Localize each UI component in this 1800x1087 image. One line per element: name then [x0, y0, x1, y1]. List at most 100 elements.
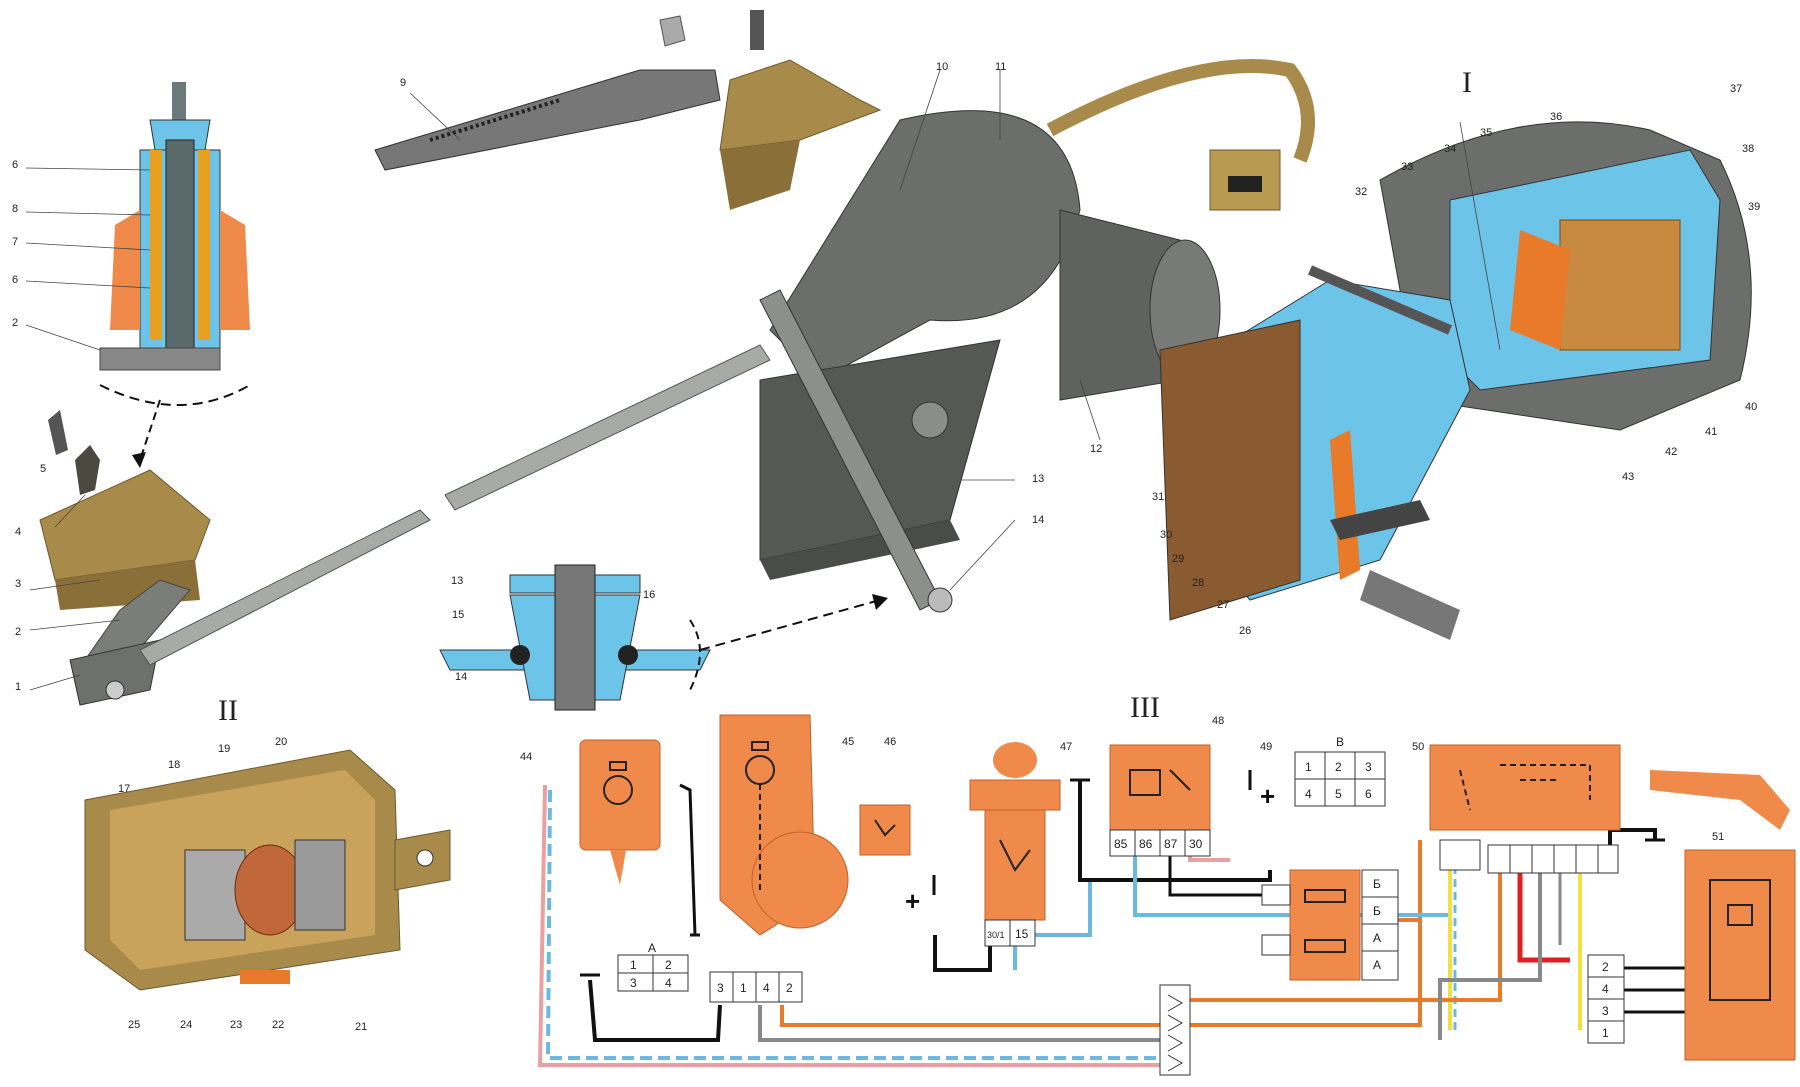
- fuse-terminal-block: [1261, 869, 1399, 981]
- callout-27: 27: [1217, 599, 1229, 611]
- ignition-terminal: 30/1: [987, 930, 1005, 940]
- connector-b-label: B: [1336, 735, 1344, 749]
- callout-37: 37: [1730, 83, 1742, 95]
- relay-terminal: 86: [1139, 837, 1153, 851]
- plus-sign-ignition: +: [905, 886, 920, 916]
- callout-51: 51: [1712, 831, 1724, 843]
- callout-23: 23: [230, 1019, 242, 1031]
- callout-42: 42: [1665, 446, 1677, 458]
- callout-25: 25: [128, 1019, 140, 1031]
- callout-14: 14: [1032, 514, 1044, 526]
- callout-33: 33: [1401, 161, 1413, 173]
- controller-terminal: 1: [1602, 1026, 1609, 1040]
- relay-terminal-block: [1109, 829, 1211, 857]
- controller-connector-row: [1439, 839, 1619, 874]
- callout-32: 32: [1355, 186, 1367, 198]
- ignition-terminal-block: [984, 919, 1036, 947]
- fuse-terminal-label: Б: [1373, 904, 1381, 918]
- motor-cutaway-section-i: [1159, 121, 1752, 640]
- callout-31: 31: [1152, 491, 1164, 503]
- callout-5: 5: [40, 463, 46, 475]
- fuse-terminal-label: А: [1373, 958, 1381, 972]
- connector-a-pin: 4: [665, 976, 672, 990]
- callout-26: 26: [1239, 625, 1251, 637]
- wiring-diagram-section-iii: [537, 714, 1796, 1067]
- callout-43: 43: [1622, 471, 1634, 483]
- wiper-arm-part: [374, 15, 721, 171]
- motor-terminal: 3: [717, 981, 724, 995]
- wiper-shaft-cutaway: [99, 82, 251, 468]
- callout-6: 6: [12, 274, 18, 286]
- pivot-bearing-cutaway: [439, 564, 888, 711]
- callout-4: 4: [15, 526, 21, 538]
- callout-19: 19: [218, 743, 230, 755]
- callout-3: 3: [15, 578, 21, 590]
- callout-36: 36: [1550, 111, 1562, 123]
- leader-lines: [25, 69, 1501, 691]
- connector-b-pin: 1: [1305, 760, 1312, 774]
- callout-14b: 14: [455, 671, 467, 683]
- controller-terminal: 3: [1602, 1004, 1609, 1018]
- callout-44: 44: [520, 751, 532, 763]
- linkage-rod: [139, 344, 771, 666]
- controller-terminal-block: [1587, 954, 1625, 1044]
- callout-24: 24: [180, 1019, 192, 1031]
- callout-12: 12: [1090, 443, 1102, 455]
- callout-20: 20: [275, 736, 287, 748]
- relay-terminal: 85: [1114, 837, 1128, 851]
- callout-41: 41: [1705, 426, 1717, 438]
- callout-17: 17: [118, 783, 130, 795]
- connector-a-label: A: [648, 941, 656, 955]
- relay-terminal: 87: [1164, 837, 1178, 851]
- callout-21: 21: [355, 1021, 367, 1033]
- fuse-terminal-label: А: [1373, 931, 1381, 945]
- callout-29: 29: [1172, 553, 1184, 565]
- callout-45: 45: [842, 736, 854, 748]
- callout-1: 1: [15, 681, 21, 693]
- connector-a-pin: 1: [630, 958, 637, 972]
- section-title-ii: II: [218, 694, 238, 727]
- fuse-terminal-label: Б: [1373, 877, 1381, 891]
- callout-15: 15: [452, 609, 464, 621]
- callout-6a: 6: [12, 159, 18, 171]
- callout-labels: 6 8 7 6 2 5 4 3 2 1 9 10 11 12 13 14 13 …: [12, 61, 1760, 1033]
- controller-terminal: 2: [1602, 960, 1609, 974]
- relay-box-section-ii: [84, 749, 451, 991]
- callout-10: 10: [936, 61, 948, 73]
- callout-40: 40: [1745, 401, 1757, 413]
- wiper-pivot-left: [39, 410, 211, 706]
- connector-b-pin: 3: [1365, 760, 1372, 774]
- callout-7: 7: [12, 236, 18, 248]
- callout-11: 11: [995, 61, 1006, 73]
- section-title-iii: III: [1130, 691, 1160, 724]
- connector-b-pin: 5: [1335, 787, 1342, 801]
- relay-terminal: 30: [1189, 837, 1203, 851]
- connector-b-pin: 4: [1305, 787, 1312, 801]
- motor-terminal: 2: [786, 981, 793, 995]
- callout-16: 16: [643, 589, 655, 601]
- motor-terminal: 1: [740, 981, 747, 995]
- callout-34: 34: [1444, 143, 1456, 155]
- callout-2a: 2: [12, 317, 18, 329]
- connector-a-pin: 3: [630, 976, 637, 990]
- callout-2: 2: [15, 626, 21, 638]
- connector-b-pin: 6: [1365, 787, 1372, 801]
- callout-50: 50: [1412, 741, 1424, 753]
- callout-28: 28: [1192, 577, 1204, 589]
- connector-b-table: [1294, 751, 1386, 807]
- controller-terminal: 4: [1602, 982, 1609, 996]
- callout-13b: 13: [451, 575, 463, 587]
- callout-49: 49: [1260, 741, 1272, 753]
- connector-a-table: [617, 954, 689, 992]
- callout-47: 47: [1060, 741, 1072, 753]
- callout-35: 35: [1480, 127, 1492, 139]
- callout-9: 9: [400, 77, 406, 89]
- callout-13: 13: [1032, 473, 1044, 485]
- section-title-i: I: [1462, 66, 1472, 99]
- connector-a-pin: 2: [665, 958, 672, 972]
- wiper-motor-assembly: [719, 10, 1315, 613]
- callout-39: 39: [1748, 201, 1760, 213]
- callout-46: 46: [884, 736, 896, 748]
- callout-48: 48: [1212, 715, 1224, 727]
